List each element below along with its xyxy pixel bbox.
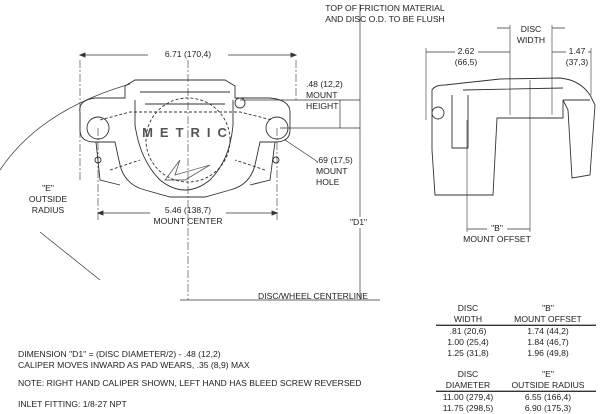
table-row: 1.00 (25,4) 1.84 (46,7): [436, 337, 596, 348]
note-hand: NOTE: RIGHT HAND CALIPER SHOWN, LEFT HAN…: [18, 378, 362, 388]
friction-note-line: AND DISC O.D. TO BE FLUSH: [325, 14, 445, 24]
table-cell: 1.00 (25,4): [447, 337, 489, 347]
table-cell: 1.84 (46,7): [527, 337, 569, 347]
metric-logo: METRIC: [142, 125, 234, 140]
dimension-value: .69 (17,5): [316, 155, 353, 165]
dimension-label: MOUNT CENTER: [153, 216, 223, 226]
column-header: OUTSIDE RADIUS: [511, 380, 585, 390]
column-header: "B": [542, 303, 554, 313]
dimension-value: .48 (12,2): [306, 79, 343, 89]
dimension-value: "E": [42, 183, 54, 193]
dimension-label: MOUNT: [306, 90, 338, 100]
friction-note: TOP OF FRICTION MATERIAL AND DISC O.D. T…: [325, 3, 445, 25]
note-d1: DIMENSION "D1" = (DISC DIAMETER/2) - .48…: [18, 349, 221, 359]
dimension-value: 5.46 (138,7): [164, 205, 212, 215]
column-header: MOUNT OFFSET: [514, 314, 582, 324]
table-cell: 1.96 (49,8): [527, 348, 569, 358]
dimension-label: DISC: [520, 24, 542, 34]
table-cell: 1.25 (31,8): [447, 348, 489, 358]
table-cell: 11.00 (279,4): [442, 392, 494, 402]
side-right-dimension: 1.47 (37,3): [566, 46, 588, 68]
table-cell: 11.75 (298,5): [442, 403, 494, 413]
dimension-label: RADIUS: [31, 205, 65, 215]
centerline-label: DISC/WHEEL CENTERLINE: [258, 291, 368, 301]
dimension-label: HEIGHT: [306, 101, 339, 111]
dimension-value: 1.47: [568, 46, 586, 56]
dimension-label: OUTSIDE: [28, 194, 68, 204]
table-cell: 1.74 (44,2): [527, 326, 569, 336]
mount-height-dimension: .48 (12,2) MOUNT HEIGHT: [306, 79, 343, 112]
mount-center-dimension: 5.46 (138,7) MOUNT CENTER: [153, 205, 222, 227]
column-header: "E": [542, 369, 554, 379]
table-cell: 6.55 (166,4): [524, 392, 572, 402]
outside-radius-label: "E" OUTSIDE RADIUS: [29, 183, 67, 216]
mount-hole-dimension: .69 (17,5) MOUNT HOLE: [316, 155, 353, 188]
dimension-label: MOUNT: [316, 166, 348, 176]
dimension-value: 2.62: [457, 46, 475, 56]
column-header: DIAMETER: [445, 380, 491, 390]
table-cell: 6.90 (175,3): [524, 403, 572, 413]
dimension-value: "B": [491, 223, 503, 233]
note-inlet-fitting: INLET FITTING: 1/8-27 NPT: [18, 399, 127, 409]
dimension-value: (37,3): [565, 57, 589, 67]
column-header: DISC: [457, 303, 479, 313]
caliper-side-view: [431, 77, 596, 196]
dimension-label: HOLE: [316, 177, 340, 187]
overall-width-dimension: 6.71 (170,4): [164, 49, 212, 59]
table-cell: .81 (20,6): [449, 326, 487, 336]
dimension-label: WIDTH: [516, 35, 546, 45]
table-row: .81 (20,6) 1.74 (44,2): [436, 326, 596, 337]
note-pad-wear: CALIPER MOVES INWARD AS PAD WEARS, .35 (…: [18, 360, 250, 370]
table-row: 11.00 (279,4) 6.55 (166,4): [436, 392, 596, 403]
dimension-value: (66,5): [454, 57, 478, 67]
table-row: 11.75 (298,5) 6.90 (175,3): [436, 403, 596, 414]
d1-label: "D1": [350, 217, 368, 228]
mount-offset-label: "B" MOUNT OFFSET: [463, 223, 531, 245]
disc-width-label: DISC WIDTH: [517, 24, 545, 46]
column-header: WIDTH: [453, 314, 483, 324]
side-left-dimension: 2.62 (66,5): [455, 46, 477, 68]
column-header: DISC: [457, 369, 479, 379]
table-row: 1.25 (31,8) 1.96 (49,8): [436, 348, 596, 359]
friction-note-line: TOP OF FRICTION MATERIAL: [325, 3, 445, 13]
dimension-label: MOUNT OFFSET: [463, 234, 531, 244]
